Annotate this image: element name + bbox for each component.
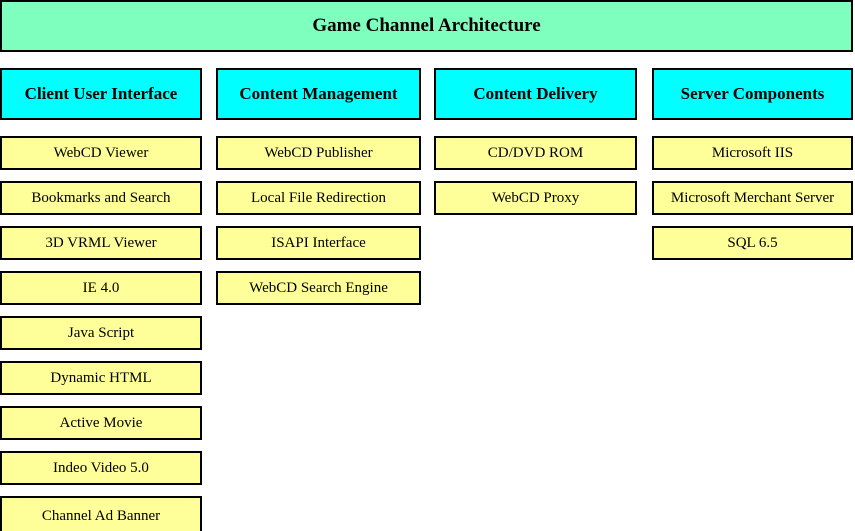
node-bookmarks-and-search: Bookmarks and Search bbox=[0, 181, 202, 215]
diagram-title-banner: Game Channel Architecture bbox=[0, 0, 853, 52]
column-header-client-user-interface: Client User Interface bbox=[0, 68, 202, 120]
node-cd-dvd-rom: CD/DVD ROM bbox=[434, 136, 637, 170]
node-indeo-video-50: Indeo Video 5.0 bbox=[0, 451, 202, 485]
column-header-server-components: Server Components bbox=[652, 68, 853, 120]
node-microsoft-iis: Microsoft IIS bbox=[652, 136, 853, 170]
node-microsoft-merchant-server: Microsoft Merchant Server bbox=[652, 181, 853, 215]
node-webcd-viewer: WebCD Viewer bbox=[0, 136, 202, 170]
column-content-delivery: Content Delivery CD/DVD ROM WebCD Proxy bbox=[434, 68, 637, 215]
node-dynamic-html: Dynamic HTML bbox=[0, 361, 202, 395]
node-3d-vrml-viewer: 3D VRML Viewer bbox=[0, 226, 202, 260]
column-header-content-management: Content Management bbox=[216, 68, 421, 120]
node-webcd-publisher: WebCD Publisher bbox=[216, 136, 421, 170]
node-active-movie: Active Movie bbox=[0, 406, 202, 440]
column-client-user-interface: Client User Interface WebCD Viewer Bookm… bbox=[0, 68, 202, 531]
column-server-components: Server Components Microsoft IIS Microsof… bbox=[652, 68, 853, 260]
node-channel-ad-banner: Channel Ad Banner bbox=[0, 496, 202, 531]
column-header-content-delivery: Content Delivery bbox=[434, 68, 637, 120]
node-local-file-redirection: Local File Redirection bbox=[216, 181, 421, 215]
column-content-management: Content Management WebCD Publisher Local… bbox=[216, 68, 421, 305]
node-webcd-search-engine: WebCD Search Engine bbox=[216, 271, 421, 305]
node-ie-40: IE 4.0 bbox=[0, 271, 202, 305]
node-isapi-interface: ISAPI Interface bbox=[216, 226, 421, 260]
node-webcd-proxy: WebCD Proxy bbox=[434, 181, 637, 215]
node-sql-65: SQL 6.5 bbox=[652, 226, 853, 260]
diagram-title: Game Channel Architecture bbox=[312, 15, 541, 36]
node-java-script: Java Script bbox=[0, 316, 202, 350]
